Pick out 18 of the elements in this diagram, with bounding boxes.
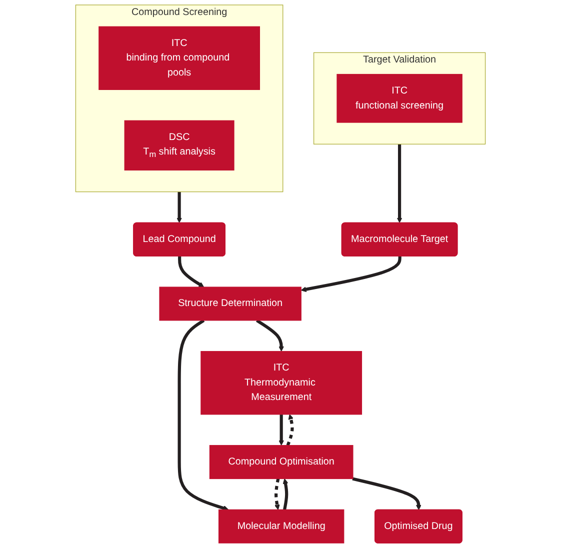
node-box: Compound Optimisation	[209, 445, 354, 480]
arrow	[396, 144, 402, 223]
node-box: Structure Determination	[159, 286, 302, 321]
arrow	[176, 192, 182, 223]
arrow	[300, 256, 402, 292]
arrow	[352, 477, 422, 510]
node-box: ITC functional screening	[336, 74, 462, 123]
node-box: Molecular Modelling	[218, 509, 344, 544]
node-box: DSC T$_{m}$ shift analysis	[124, 120, 234, 170]
arrow	[282, 478, 288, 510]
arrow	[256, 319, 284, 352]
node-box: ITC Thermodynamic Measurement	[200, 351, 362, 415]
arrow	[278, 414, 284, 446]
arrow	[178, 256, 204, 288]
arrow	[274, 478, 280, 510]
arrow	[286, 414, 294, 446]
arrow	[178, 319, 229, 511]
node-box: ITC binding from compound pools	[98, 26, 260, 90]
